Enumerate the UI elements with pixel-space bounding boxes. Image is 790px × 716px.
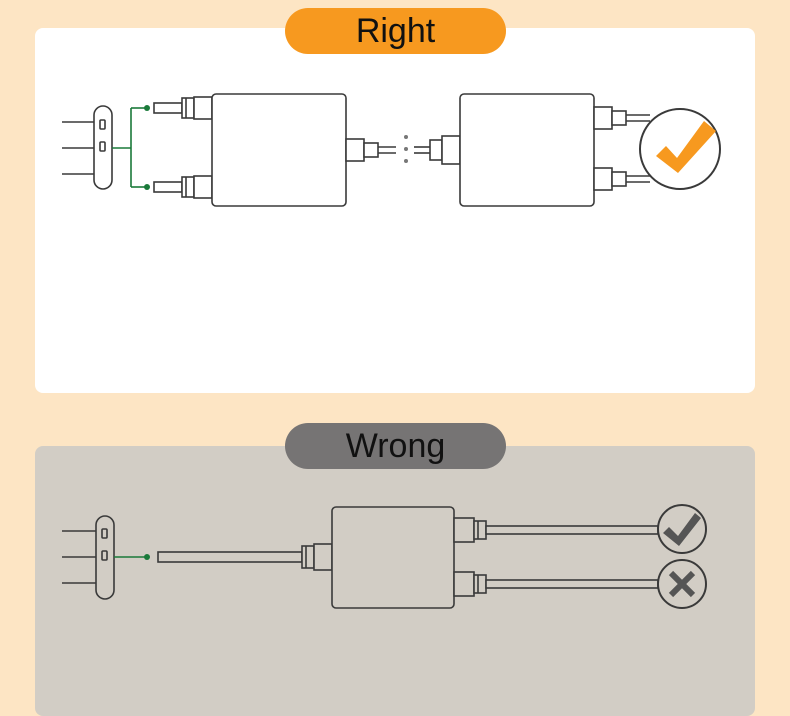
wiring-diagram [62,93,721,609]
check-icon [663,513,701,546]
right-title: Right [355,11,436,50]
wrong-input-cable [157,543,333,571]
wrong-output-connector-top [453,517,659,543]
right-output-connector-bottom [593,167,650,191]
right-input-connector-top [153,96,213,120]
cross-icon [668,570,696,598]
right-title-pill: Right [285,8,506,54]
right-power-plug [62,105,113,190]
wrong-check-badge [657,504,707,554]
right-input-connector-bottom [153,175,213,199]
wrong-title: Wrong [345,426,446,465]
right-box2-input-connector [414,135,461,165]
check-icon [656,121,716,173]
right-output-connector-top [593,106,650,130]
right-box1-output-connector [345,138,396,162]
wrong-output-connector-bottom [453,571,659,597]
wrong-power-plug [62,515,115,600]
wrong-title-pill: Wrong [285,423,506,469]
right-green-wiring [112,107,147,188]
right-controller-box [459,93,595,207]
right-check-badge [639,108,721,190]
right-panel [35,28,755,393]
right-splitter-box [211,93,347,207]
wrong-splitter-box [331,506,455,609]
right-connection-dots [404,135,408,163]
